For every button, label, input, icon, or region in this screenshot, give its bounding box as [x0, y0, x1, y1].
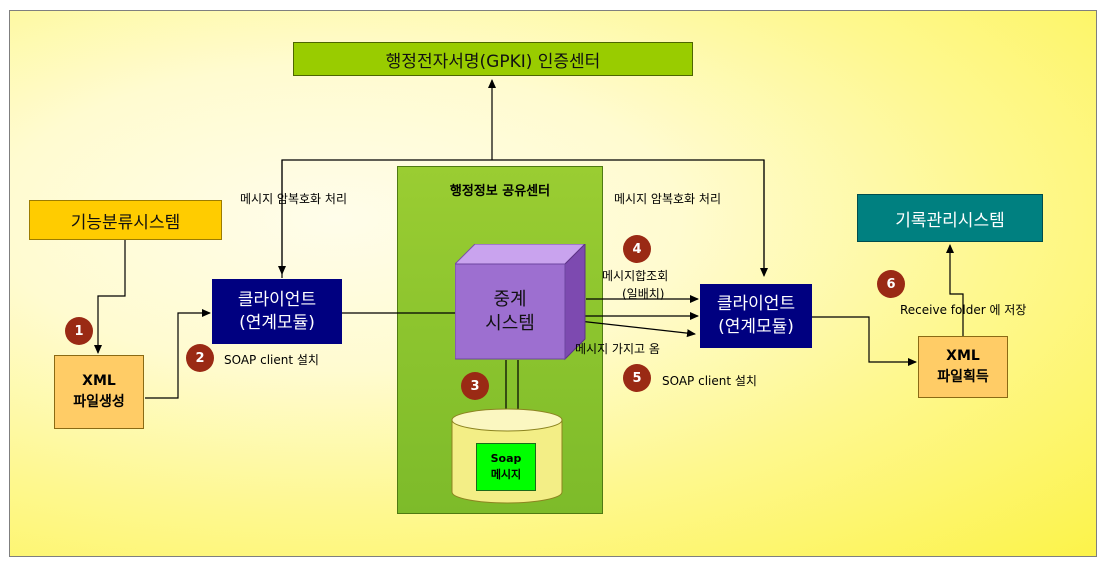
step-4-badge: 4	[623, 235, 651, 263]
soap-line2: 메시지	[490, 468, 522, 481]
client-to-xmlget-arrow	[812, 316, 917, 366]
xml-create-line2: 파일생성	[73, 394, 125, 410]
xml-create-box: XML 파일생성	[54, 355, 144, 429]
xml-get-line2: 파일획득	[937, 369, 989, 385]
query-batch-label: (일배치)	[622, 287, 665, 301]
client-left-line2: (연계모듈)	[239, 312, 315, 333]
fetch-label: 메시지 가지고 옴	[575, 342, 660, 356]
step-5-badge: 5	[623, 364, 651, 392]
hub-title: 행정정보 공유센터	[449, 184, 551, 199]
func-to-xml-arrow	[94, 240, 126, 354]
query-label: 메시지합조회	[602, 269, 669, 283]
xml-get-box: XML 파일획득	[918, 336, 1008, 398]
encrypt-left-label: 메시지 암복호화 처리	[240, 192, 347, 206]
relay-system-text: 중계 시스템	[455, 264, 565, 359]
client-right-line2: (연계모듈)	[718, 317, 794, 337]
step-1-badge: 1	[65, 317, 93, 345]
soap-install-left-label: SOAP client 설치	[224, 353, 319, 367]
step-2-badge: 2	[186, 344, 214, 372]
record-system-box: 기록관리시스템	[857, 194, 1043, 242]
encrypt-right-label: 메시지 암복호화 처리	[614, 192, 721, 206]
func-system-label: 기능분류시스템	[70, 212, 181, 233]
client-right-line1: 클라이언트	[716, 294, 796, 314]
client-right-box: 클라이언트 (연계모듈)	[700, 284, 812, 348]
relay-cube	[455, 244, 586, 361]
relay-line1: 중계	[493, 288, 527, 310]
xml-get-line1: XML	[946, 348, 980, 364]
soap-install-right-label: SOAP client 설치	[662, 374, 757, 388]
xmlget-to-record-arrow	[946, 244, 964, 336]
record-system-label: 기록관리시스템	[895, 210, 1005, 231]
step-3-badge: 3	[461, 372, 489, 400]
soap-line1: Soap	[490, 452, 522, 465]
receive-label: Receive folder 에 저장	[900, 303, 1027, 317]
func-system-box: 기능분류시스템	[29, 200, 222, 240]
gpki-center-label: 행정전자서명(GPKI) 인증센터	[385, 51, 601, 72]
client-left-box: 클라이언트 (연계모듈)	[212, 279, 342, 344]
gpki-center-box: 행정전자서명(GPKI) 인증센터	[293, 42, 693, 76]
relay-to-client-fetch	[569, 319, 696, 338]
xml-to-client-arrow	[145, 309, 211, 399]
step-6-badge: 6	[877, 270, 905, 298]
xml-create-line1: XML	[82, 373, 116, 389]
client-left-line1: 클라이언트	[237, 289, 317, 310]
soap-message-box: Soap 메시지	[476, 443, 536, 491]
relay-line2: 시스템	[485, 312, 535, 334]
